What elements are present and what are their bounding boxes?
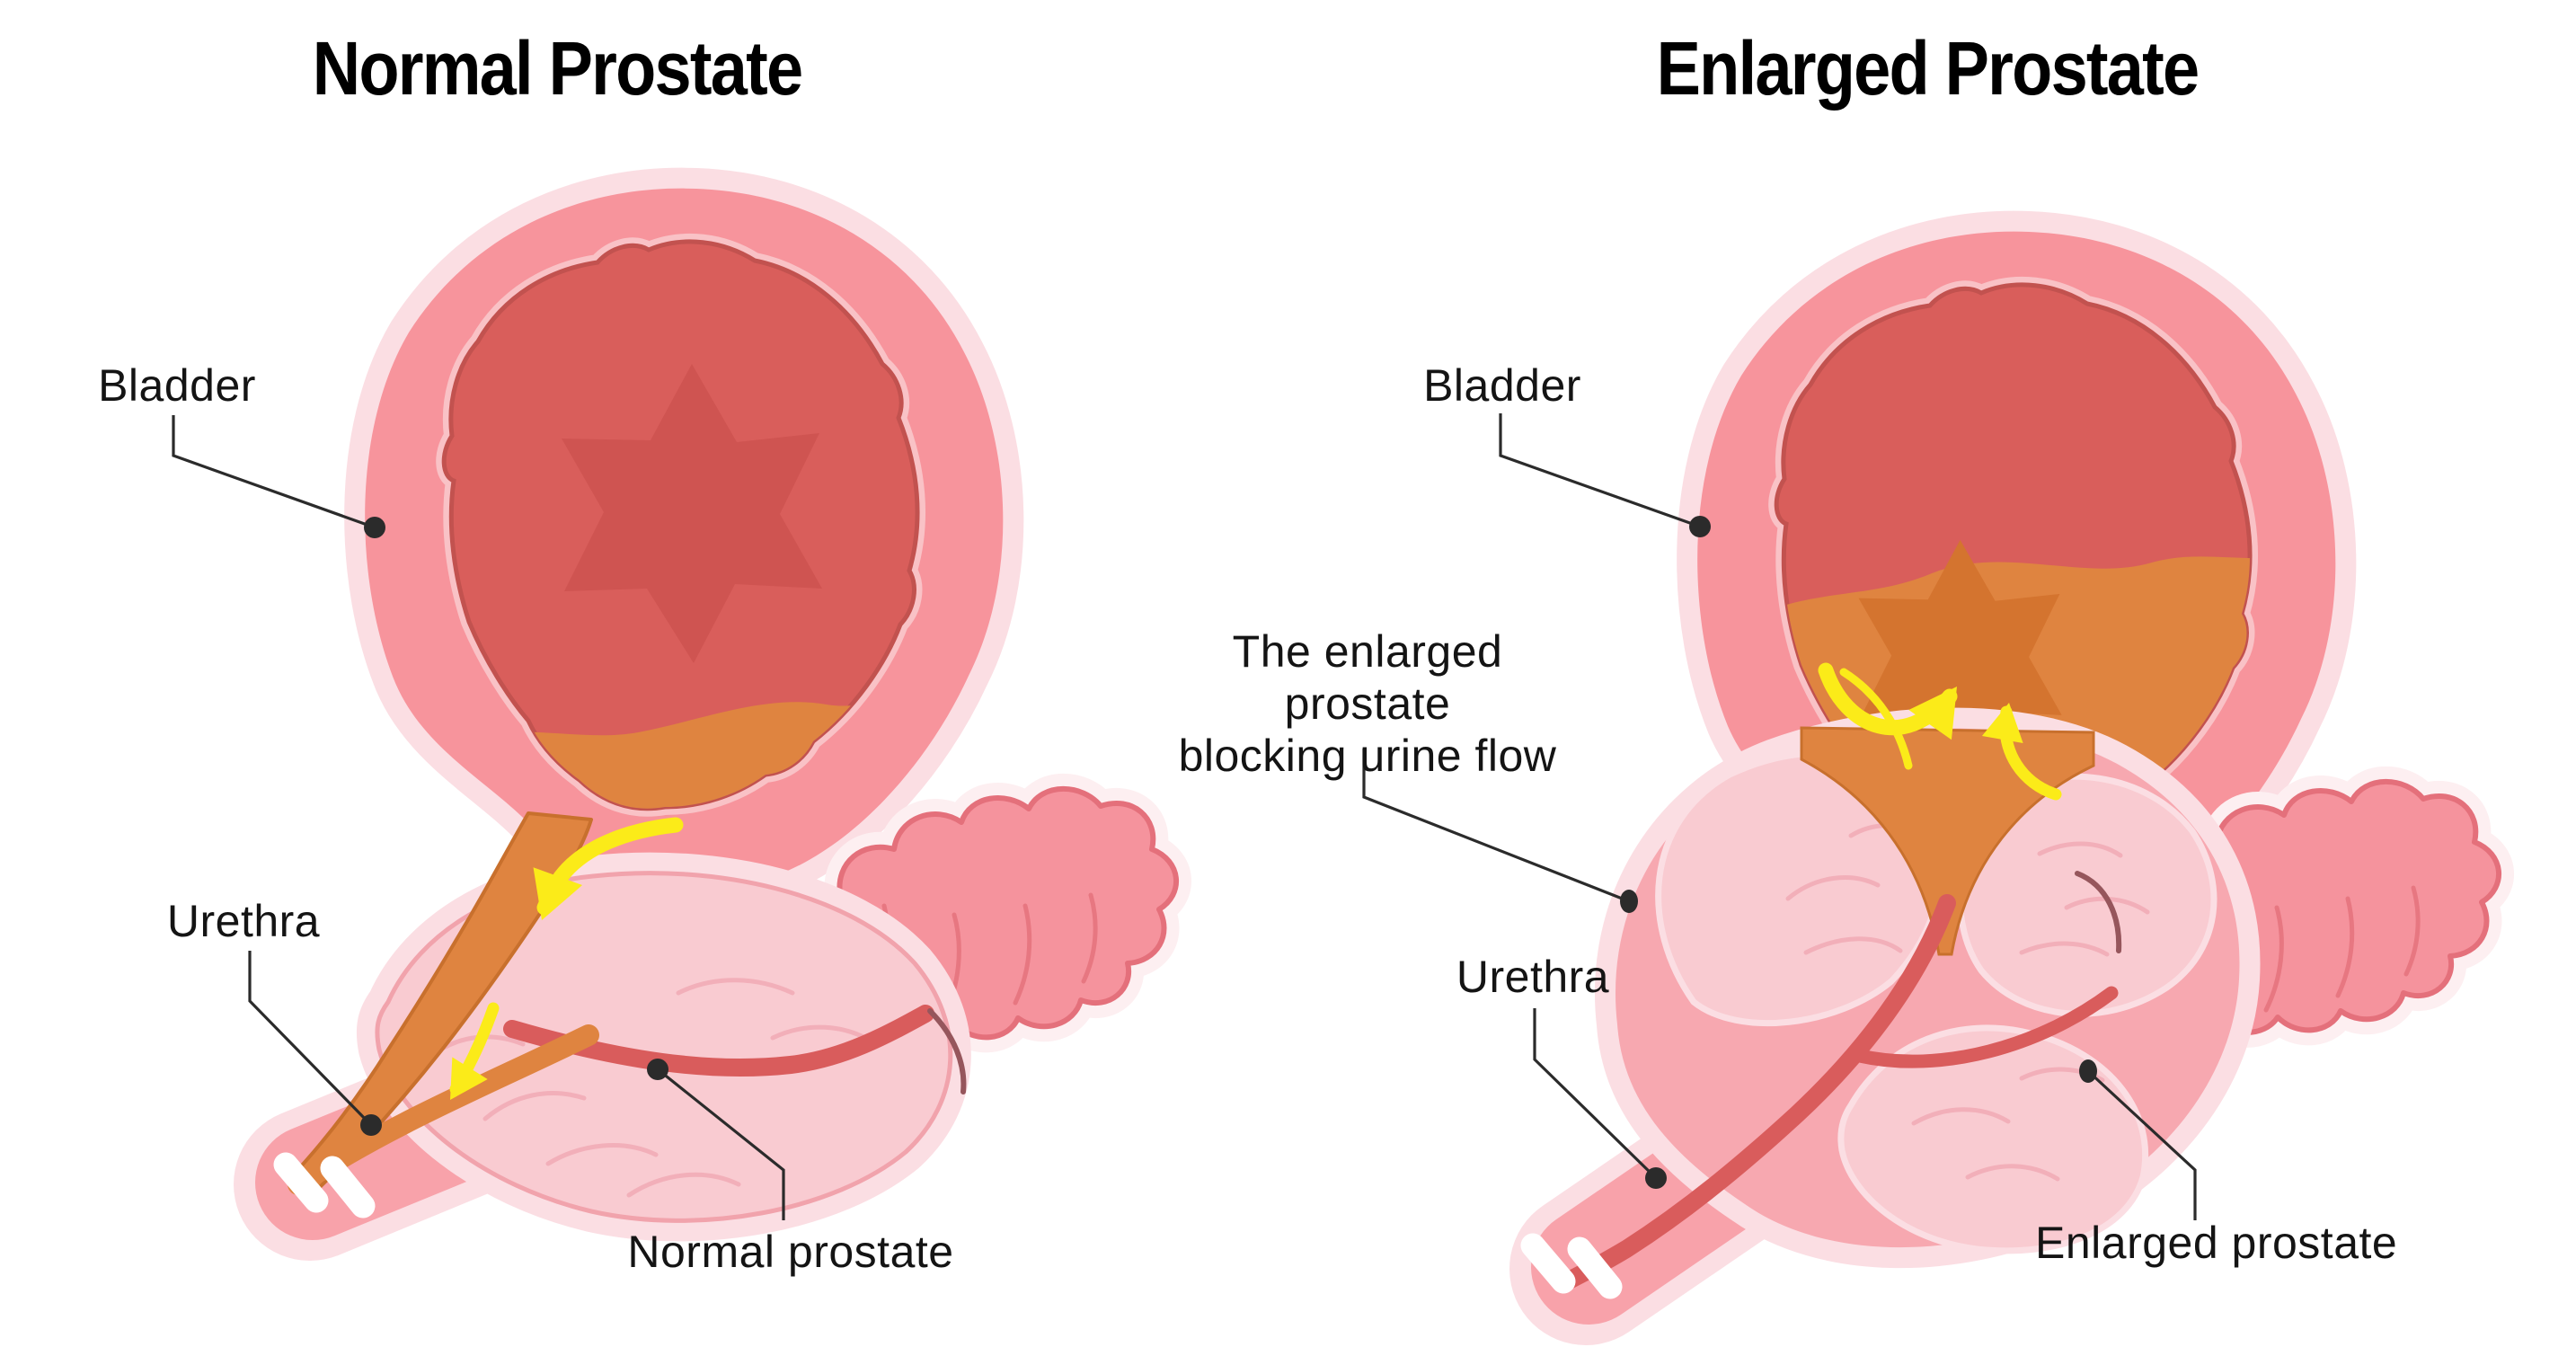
title-normal-prostate: Normal Prostate xyxy=(312,26,803,111)
callout-dot-blocking xyxy=(1620,890,1638,913)
label-normal-prostate: Normal prostate xyxy=(627,1227,954,1277)
label-enlarged-prostate: Enlarged prostate xyxy=(2035,1218,2398,1268)
callout-dot-urethra-right xyxy=(1645,1167,1667,1189)
urine-pool xyxy=(444,680,918,809)
callout-dot-prostate-right xyxy=(2079,1059,2097,1083)
urine-backflow-arrow xyxy=(1981,698,2062,801)
prostate-veins xyxy=(429,978,876,1198)
label-blocking-line2: blocking urine flow xyxy=(1178,731,1557,781)
blocked-urine-funnel xyxy=(1800,726,2095,956)
label-bladder-left: Bladder xyxy=(98,360,256,411)
urine-flow-arrow xyxy=(517,817,684,929)
callouts xyxy=(172,413,2197,1220)
urine-backflow-arrow xyxy=(1818,662,1978,740)
penis-tip-ridges xyxy=(1520,1233,1576,1294)
figure-normal xyxy=(234,167,1191,1261)
label-bladder-right: Bladder xyxy=(1423,360,1581,411)
callout-dot-bladder-left xyxy=(364,517,385,538)
prostate-lobes xyxy=(1655,749,2217,1254)
callout-dot-prostate-left xyxy=(647,1059,668,1080)
label-urethra-right: Urethra xyxy=(1456,952,1610,1002)
label-blocking-line1: The enlarged prostate xyxy=(1232,626,1503,729)
blocked-flow-streak xyxy=(1839,668,1913,770)
urine-flow-arrow xyxy=(432,1002,500,1112)
urethra-compressed xyxy=(1554,894,1956,1292)
urethra-duct xyxy=(503,1005,934,1077)
penis-tip-ridges xyxy=(273,1152,329,1213)
ejaculatory-duct xyxy=(1853,986,2119,1068)
label-urethra-left: Urethra xyxy=(166,896,321,946)
title-enlarged-prostate: Enlarged Prostate xyxy=(1656,26,2200,111)
callout-dot-bladder-right xyxy=(1689,516,1711,537)
callout-dot-urethra-left xyxy=(360,1114,382,1136)
label-blocking: The enlarged prostate blocking urine flo… xyxy=(1170,625,1565,782)
figure-enlarged xyxy=(1509,232,2499,1345)
prostate-normal xyxy=(375,871,953,1223)
